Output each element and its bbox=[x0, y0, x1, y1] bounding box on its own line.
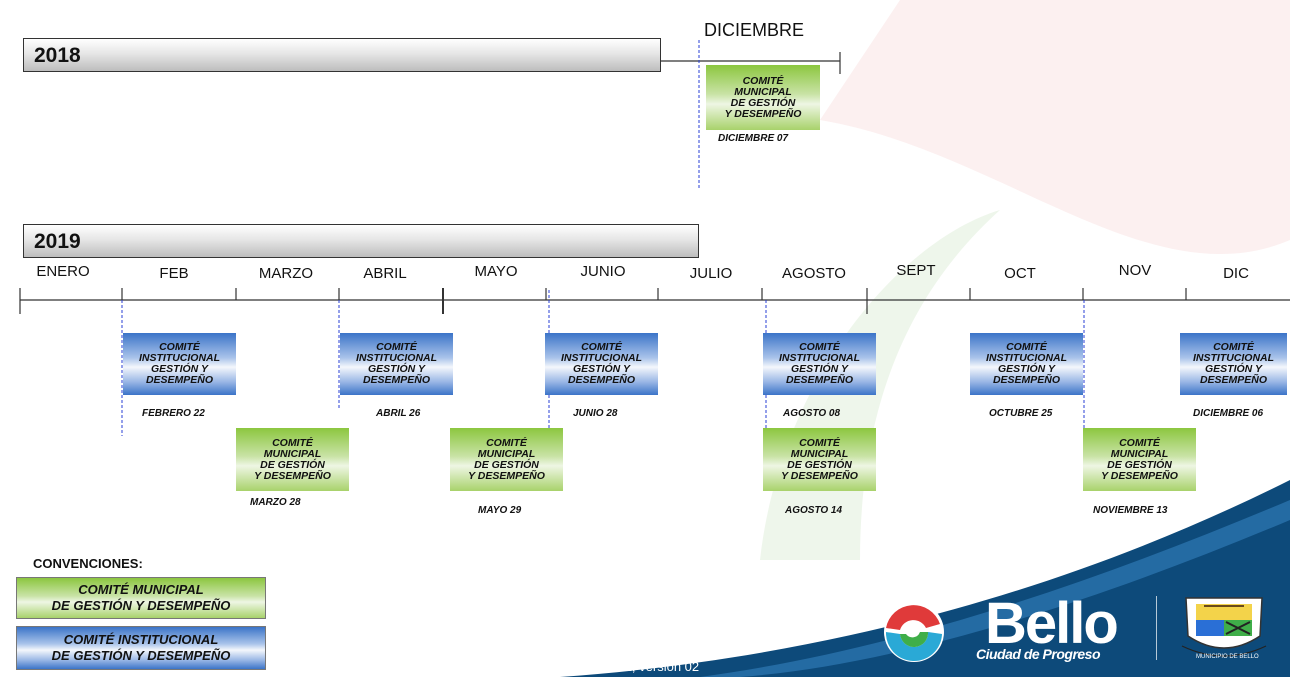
event-box-nov: COMITÉ MUNICIPAL DE GESTIÓN Y DESEMPEÑO bbox=[1083, 428, 1196, 491]
month-label-enero: ENERO bbox=[36, 263, 90, 280]
month-label-feb: FEB bbox=[159, 265, 189, 282]
month-label-diciembre-2018: DICIEMBRE bbox=[704, 20, 805, 40]
bello-logo-icon bbox=[884, 602, 944, 662]
timeline-2018 bbox=[661, 40, 841, 190]
timeline-2019 bbox=[19, 288, 1290, 490]
event-date-may: MAYO 29 bbox=[478, 505, 522, 516]
event-box-mar: COMITÉ MUNICIPAL DE GESTIÓN Y DESEMPEÑO bbox=[236, 428, 349, 491]
month-label-marzo: MARZO bbox=[258, 265, 314, 282]
logo-divider bbox=[1156, 596, 1157, 660]
legend-municipal: COMITÉ MUNICIPAL DE GESTIÓN Y DESEMPEÑO bbox=[16, 577, 266, 619]
event-date-dic: DICIEMBRE 06 bbox=[1193, 408, 1264, 419]
legend-institucional: COMITÉ INSTITUCIONAL DE GESTIÓN Y DESEMP… bbox=[16, 626, 266, 670]
month-label-julio: JULIO bbox=[689, 265, 733, 282]
municipal-seal-icon bbox=[1181, 597, 1267, 657]
bello-tagline: Ciudad de Progreso bbox=[976, 646, 1101, 662]
event-box-ago08: COMITÉ INSTITUCIONAL GESTIÓN Y DESEMPEÑO bbox=[763, 333, 876, 395]
event-date-abr: ABRIL 26 bbox=[376, 408, 421, 419]
conventions-title: CONVENCIONES: bbox=[33, 556, 143, 571]
month-label-agosto: AGOSTO bbox=[782, 265, 846, 282]
year-bar-2018: 2018 bbox=[23, 38, 661, 72]
event-date-mar: MARZO 28 bbox=[250, 497, 301, 508]
event-date-ago14: AGOSTO 14 bbox=[785, 505, 843, 516]
event-box-dic: COMITÉ INSTITUCIONAL GESTIÓN Y DESEMPEÑO bbox=[1180, 333, 1287, 395]
event-box-ago14: COMITÉ MUNICIPAL DE GESTIÓN Y DESEMPEÑO bbox=[763, 428, 876, 491]
seal-caption: MUNICIPIO DE BELLO bbox=[1196, 654, 1259, 660]
year-label-2019: 2019 bbox=[34, 230, 81, 253]
event-box-oct: COMITÉ INSTITUCIONAL GESTIÓN Y DESEMPEÑO bbox=[970, 333, 1083, 395]
event-date-feb: FEBRERO 22 bbox=[142, 408, 205, 419]
year-bar-2019: 2019 bbox=[23, 224, 699, 258]
bello-wordmark: Bello bbox=[985, 591, 1119, 656]
year-label-2018: 2018 bbox=[34, 44, 81, 67]
event-date-2018-dic: DICIEMBRE 07 bbox=[718, 133, 789, 144]
event-date-oct: OCTUBRE 25 bbox=[989, 408, 1053, 419]
event-box-feb: COMITÉ INSTITUCIONAL GESTIÓN Y DESEMPEÑO bbox=[123, 333, 236, 395]
month-label-dic: DIC bbox=[1223, 265, 1249, 282]
footer-code: Código F-PC-01; versión 02 bbox=[538, 659, 700, 674]
event-date-jun: JUNIO 28 bbox=[573, 408, 618, 419]
event-box-jun: COMITÉ INSTITUCIONAL GESTIÓN Y DESEMPEÑO bbox=[545, 333, 658, 395]
month-label-sept: SEPT bbox=[896, 262, 936, 279]
month-label-oct: OCT bbox=[1004, 265, 1036, 282]
event-box-2018-dic: COMITÉ MUNICIPAL DE GESTIÓN Y DESEMPEÑO bbox=[706, 65, 820, 130]
event-date-nov: NOVIEMBRE 13 bbox=[1093, 505, 1168, 516]
month-label-mayo: MAYO bbox=[474, 263, 518, 280]
month-label-junio: JUNIO bbox=[580, 263, 626, 280]
month-label-nov: NOV bbox=[1118, 262, 1152, 279]
event-date-ago08: AGOSTO 08 bbox=[783, 408, 841, 419]
event-box-may: COMITÉ MUNICIPAL DE GESTIÓN Y DESEMPEÑO bbox=[450, 428, 563, 491]
month-label-abril: ABRIL bbox=[363, 265, 407, 282]
event-box-abr: COMITÉ INSTITUCIONAL GESTIÓN Y DESEMPEÑO bbox=[340, 333, 453, 395]
